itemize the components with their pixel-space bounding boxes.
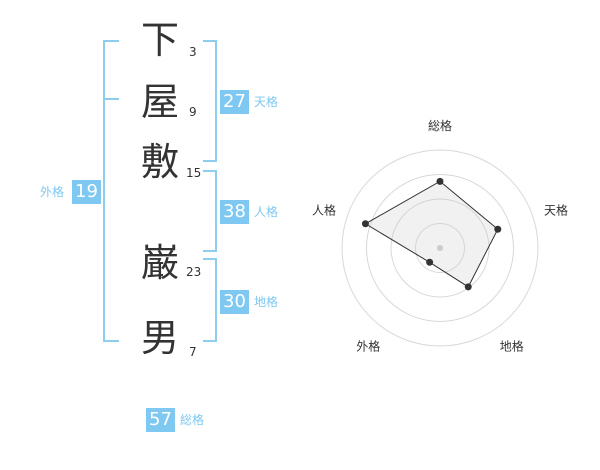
gaikaku-bracket [103,40,119,342]
chikaku-badge: 30 [220,290,249,314]
gaikaku-badge: 19 [72,180,101,204]
radar-point-3 [464,283,472,291]
radar-points [361,177,502,291]
name-char-1: 下 [140,18,179,62]
radar-axis-label-5: 人格 [312,202,336,217]
chikaku-bracket [203,258,217,342]
stroke-count-1: 3 [189,45,197,59]
jinkaku-bracket [203,170,217,252]
name-char-3: 敷 [140,140,179,184]
radar-ring-1 [415,223,465,273]
tenkaku-badge: 27 [220,90,249,114]
radar-point-2 [494,225,502,233]
radar-axis-label-2: 天格 [544,202,568,217]
radar-ring-2 [390,198,490,298]
radar-point-1 [436,177,444,185]
stroke-count-3: 15 [186,166,202,180]
radar-rings [341,149,539,347]
tenkaku-bracket [203,40,217,162]
radar-axis-label-3: 地格 [500,339,524,354]
radar-axis-label-4: 外格 [356,339,380,354]
soukaku-label: 総格 [180,413,205,427]
jinkaku-badge: 38 [220,200,249,224]
radar-point-5 [361,220,369,228]
radar-axis-label-1: 総格 [428,118,452,133]
radar-series-polygon [364,180,499,288]
gaikaku-bracket-mid-tick [105,98,119,100]
radar-ring-4 [341,149,539,347]
name-char-5: 男 [140,316,179,360]
soukaku-badge: 57 [146,408,175,432]
name-char-4: 巌 [140,241,179,285]
stroke-count-2: 9 [189,105,197,119]
gaikaku-label: 外格 [40,185,65,199]
radar-center [437,245,443,251]
name-char-2: 屋 [140,80,179,124]
jinkaku-label: 人格 [254,205,279,219]
radar-ring-3 [366,174,514,322]
radar-point-4 [426,258,434,266]
stroke-count-5: 7 [189,345,197,359]
stroke-count-4: 23 [186,265,202,279]
chikaku-label: 地格 [254,295,279,309]
tenkaku-label: 天格 [254,95,279,109]
